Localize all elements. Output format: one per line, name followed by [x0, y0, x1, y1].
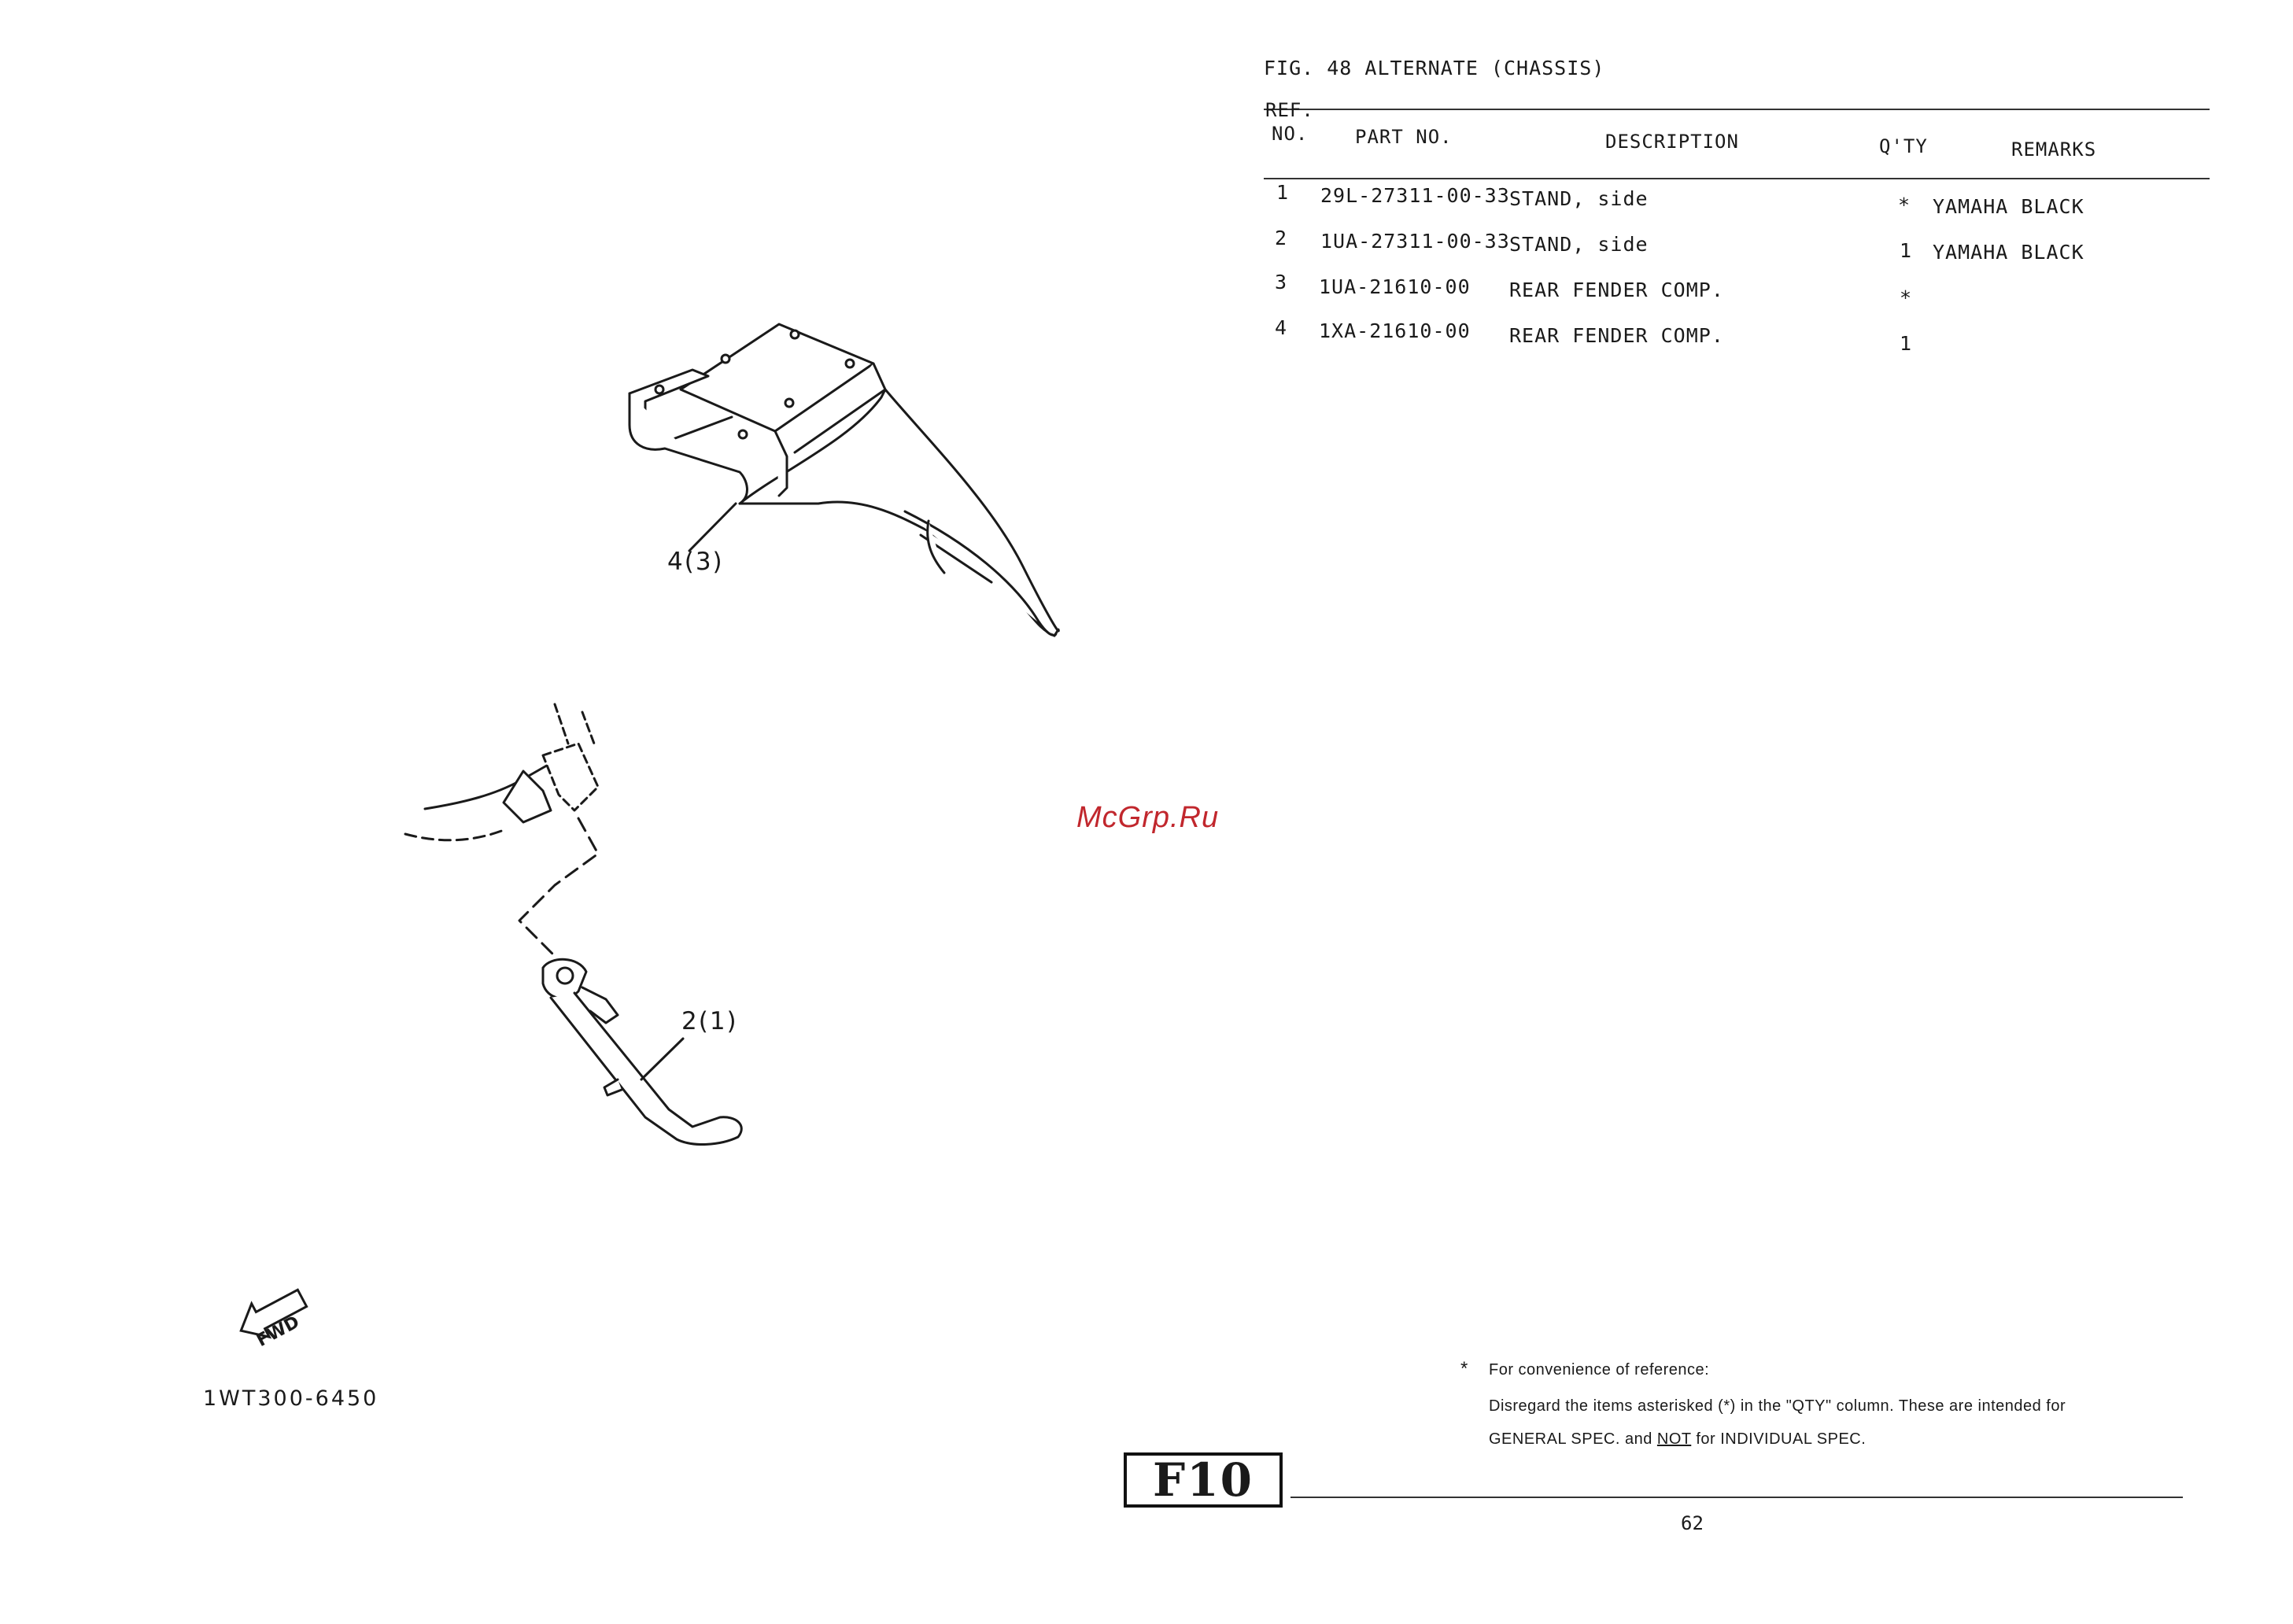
- row-ref: 2: [1275, 227, 1288, 249]
- footnote-line3-pre: GENERAL SPEC. and: [1489, 1430, 1657, 1448]
- rear-fender-illustration: [628, 323, 1060, 637]
- header-rule-top: [1264, 109, 2210, 110]
- header-rule-bottom: [1264, 178, 2210, 179]
- row-qty: 1: [1900, 332, 1913, 355]
- footer-rule: [1291, 1497, 2183, 1498]
- row-part-no: 1XA-21610-00: [1319, 319, 1471, 342]
- section-mark-label: F10: [1153, 1453, 1254, 1507]
- row-description: REAR FENDER COMP.: [1509, 324, 1724, 347]
- footnote-line3-post: for INDIVIDUAL SPEC.: [1691, 1430, 1867, 1448]
- footnote-not: NOT: [1656, 1430, 1692, 1448]
- footnote-line1: For convenience of reference:: [1489, 1361, 1710, 1379]
- row-qty: *: [1898, 194, 1911, 216]
- side-stand-illustration: [404, 703, 743, 1146]
- row-remarks: YAMAHA BLACK: [1933, 195, 2084, 218]
- callout-side-stand: 2(1): [681, 1007, 738, 1035]
- col-description: DESCRIPTION: [1605, 131, 1739, 153]
- row-description: STAND, side: [1509, 187, 1649, 210]
- watermark: McGrp.Ru: [1076, 801, 1220, 834]
- footnote-star: *: [1460, 1358, 1468, 1379]
- row-ref: 4: [1275, 316, 1288, 339]
- page-number: 62: [1681, 1512, 1704, 1534]
- footnote-line3: GENERAL SPEC. and NOT for INDIVIDUAL SPE…: [1489, 1430, 1866, 1449]
- row-ref: 3: [1275, 271, 1288, 293]
- col-remarks: REMARKS: [2011, 138, 2097, 161]
- col-ref-line2: NO.: [1272, 123, 1309, 145]
- callout-fender: 4(3): [667, 548, 724, 576]
- figure-title: FIG. 48 ALTERNATE (CHASSIS): [1264, 57, 1605, 79]
- row-part-no: 29L-27311-00-33: [1320, 184, 1510, 207]
- row-description: REAR FENDER COMP.: [1509, 279, 1724, 301]
- col-qty: Q'TY: [1879, 135, 1928, 157]
- col-part-no: PART NO.: [1355, 126, 1453, 148]
- section-mark: F10: [1124, 1452, 1283, 1508]
- row-part-no: 1UA-21610-00: [1319, 275, 1471, 298]
- row-ref: 1: [1276, 181, 1290, 204]
- fwd-arrow-icon: [239, 1288, 308, 1339]
- row-qty: 1: [1900, 239, 1913, 262]
- illustration-code: 1WT300-6450: [203, 1386, 379, 1411]
- footnote-line2: Disregard the items asterisked (*) in th…: [1489, 1397, 2066, 1415]
- col-ref-line1: REF.: [1265, 99, 1314, 121]
- row-description: STAND, side: [1509, 233, 1649, 256]
- row-remarks: YAMAHA BLACK: [1933, 241, 2084, 264]
- row-qty: *: [1900, 286, 1913, 309]
- row-part-no: 1UA-27311-00-33: [1320, 230, 1510, 253]
